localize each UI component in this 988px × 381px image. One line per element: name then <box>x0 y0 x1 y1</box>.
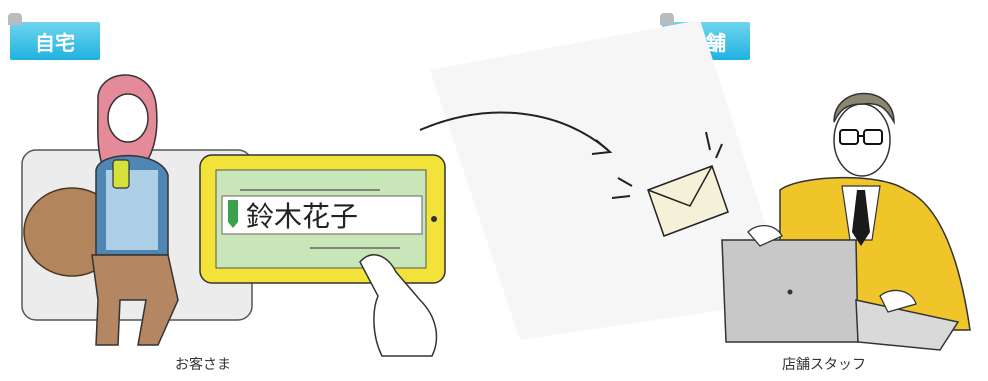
hand <box>359 254 438 357</box>
customer-legs <box>91 254 179 346</box>
staff-hand-left <box>747 225 783 247</box>
pen-marker-icon <box>228 200 238 228</box>
staff-hand-right <box>879 289 917 313</box>
phone <box>112 159 130 189</box>
tablet-button <box>431 216 437 222</box>
staff-caption: 店舗スタッフ <box>782 357 866 373</box>
signature-field <box>221 195 423 235</box>
customer-shirt <box>106 170 158 250</box>
laptop-base <box>855 299 960 351</box>
arrow-line <box>419 111 609 151</box>
home-label-text: 自宅 <box>35 30 75 55</box>
background-shape <box>430 20 790 340</box>
customer-face <box>107 93 149 143</box>
tablet: 鈴木花子 <box>199 154 446 284</box>
arrow-head-icon <box>591 139 613 155</box>
laptop-logo <box>787 289 793 295</box>
customer-figure <box>21 74 253 346</box>
home-label-tag: 自宅 <box>8 13 100 60</box>
signature-text: 鈴木花子 <box>246 200 358 233</box>
staff-hair <box>833 92 895 125</box>
envelope-icon <box>611 131 729 237</box>
staff-tie <box>852 190 870 246</box>
customer-caption: お客さま <box>175 357 231 373</box>
staff-figure <box>721 92 971 351</box>
